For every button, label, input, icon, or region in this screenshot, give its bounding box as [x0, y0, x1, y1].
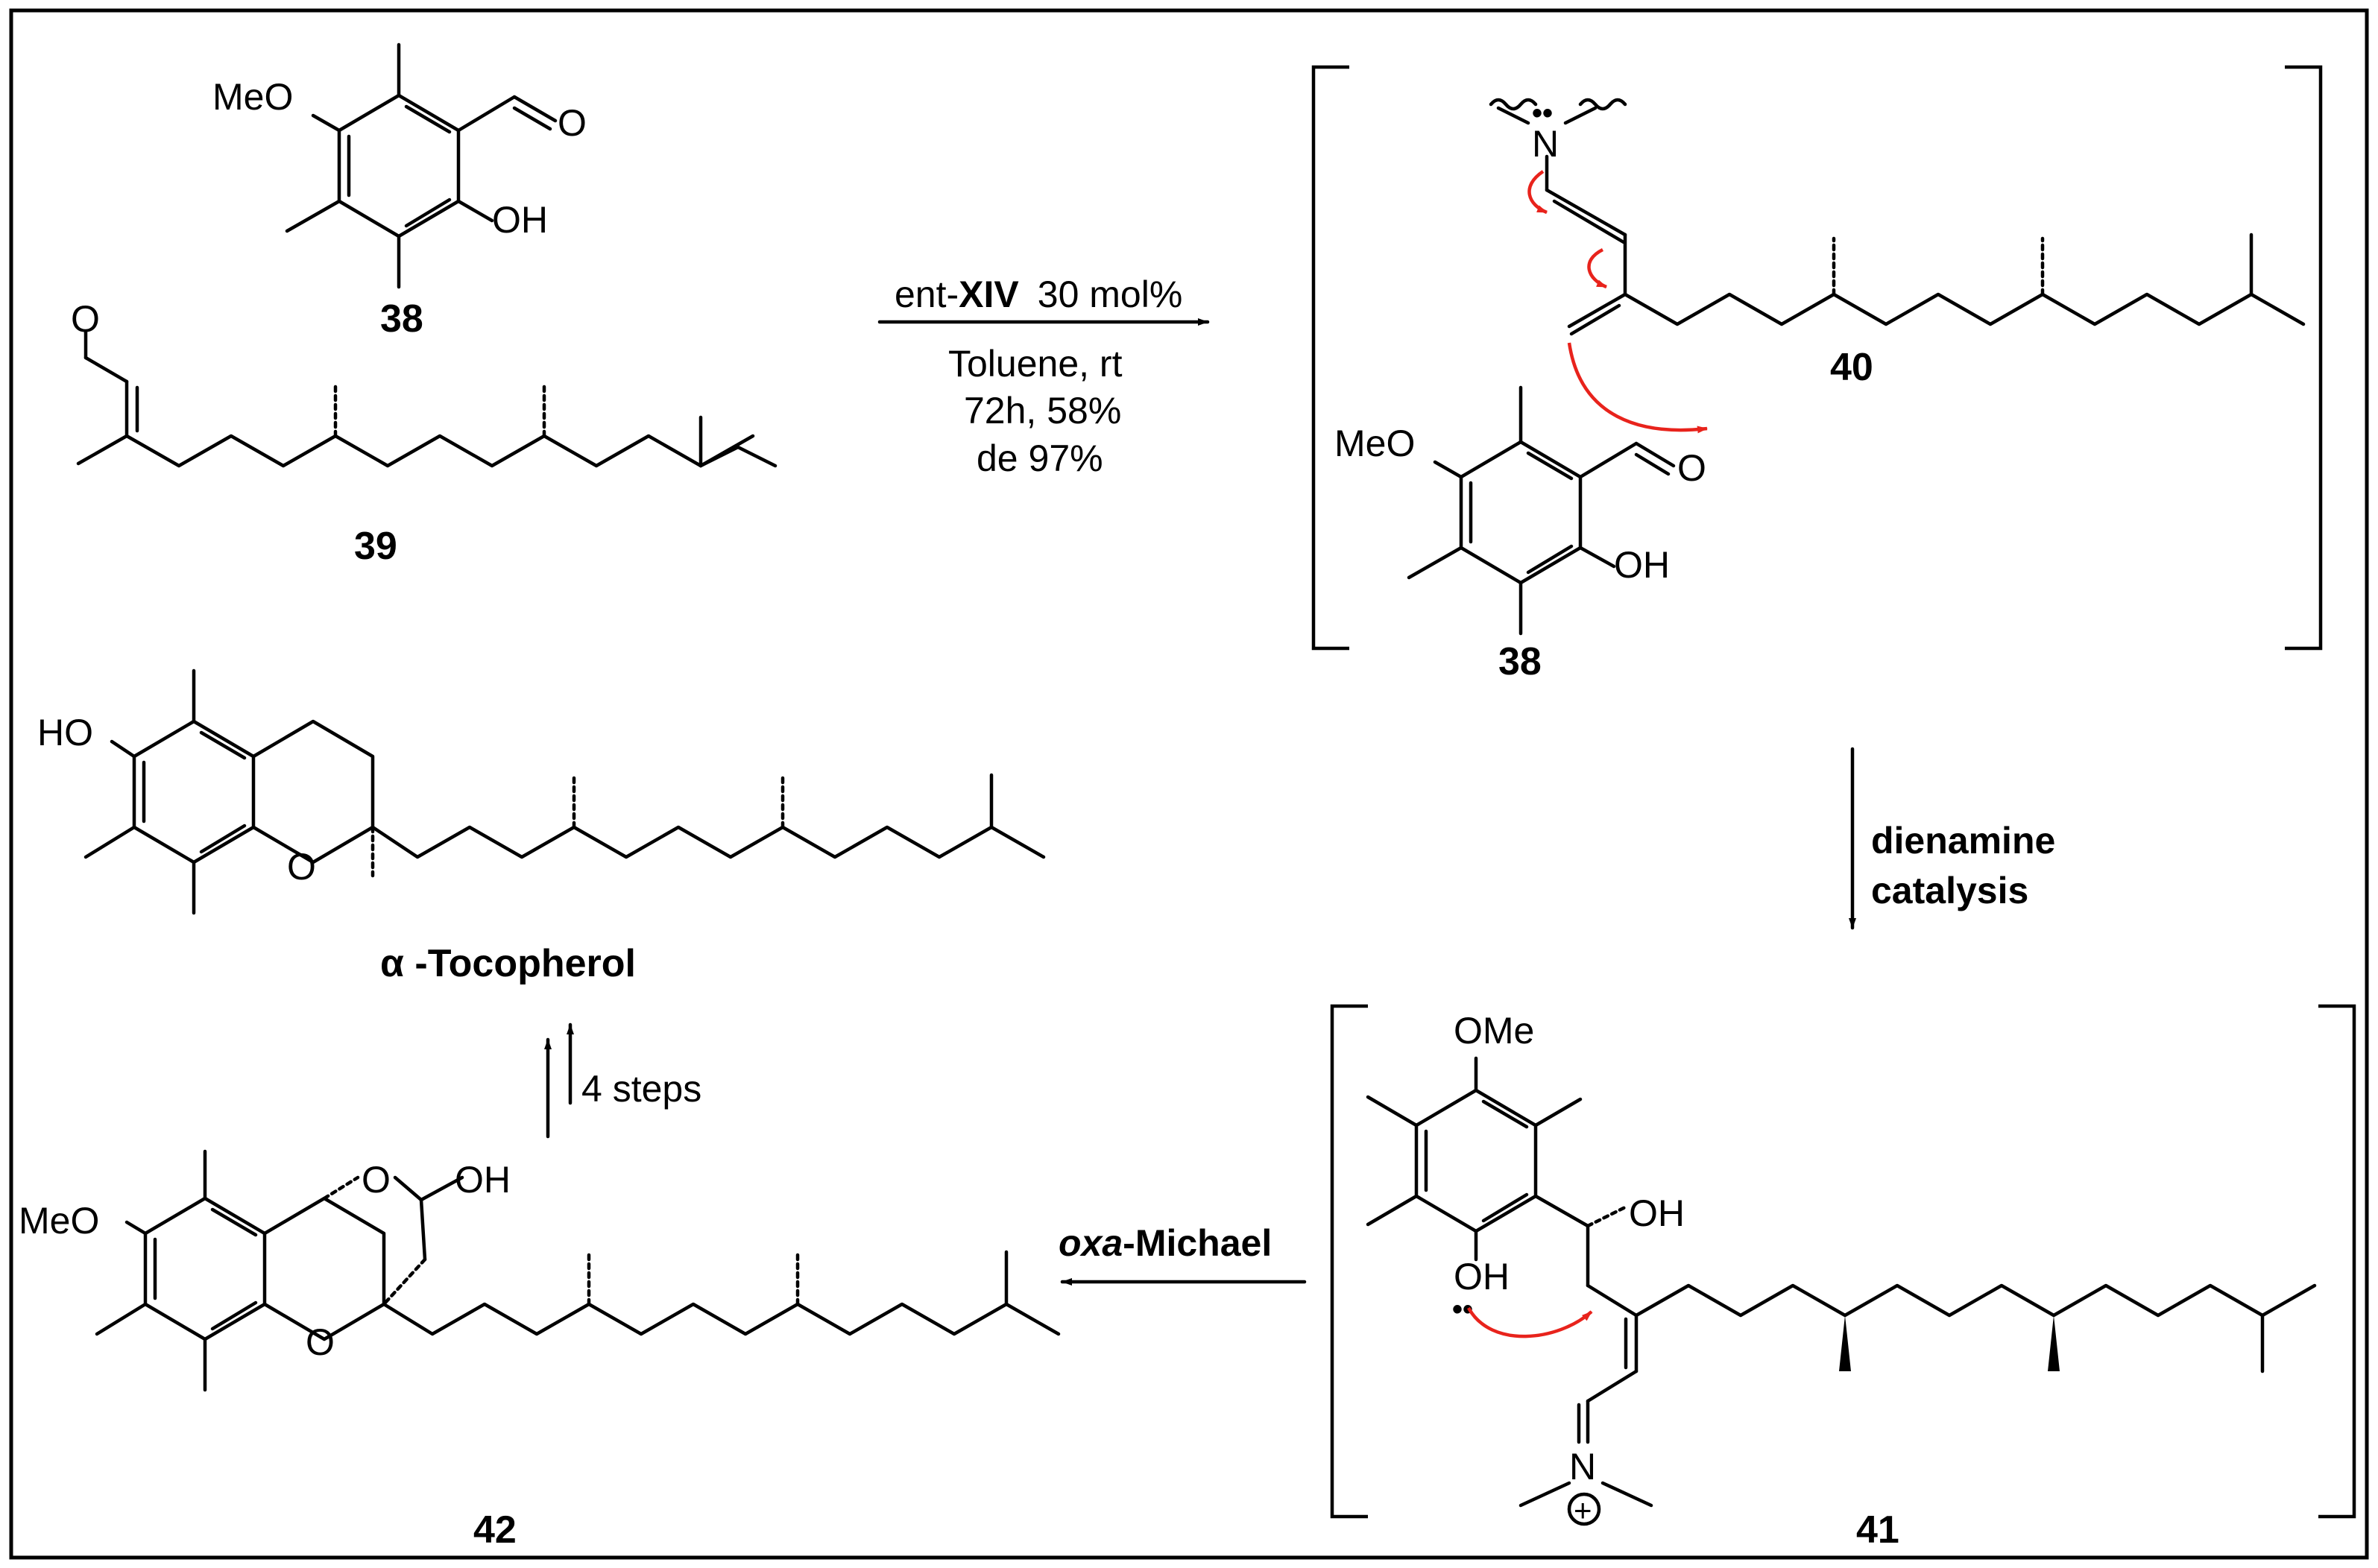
- solvent-label: Toluene, rt: [948, 343, 1123, 385]
- compound-number-38b: 38: [1498, 640, 1542, 683]
- time-yield-label: 72h, 58%: [964, 390, 1121, 431]
- de-label: de 97%: [977, 437, 1103, 479]
- atom-oh-41a: OH: [1629, 1192, 1685, 1234]
- atom-meo-42: MeO: [19, 1200, 99, 1242]
- electron-arrow-4: [1467, 1306, 1593, 1338]
- atom-meo: MeO: [212, 76, 293, 118]
- scheme-frame: [9, 8, 2369, 1560]
- atom-o-38b: O: [1677, 447, 1706, 489]
- atom-oh: OH: [492, 199, 548, 241]
- compound-number-39: 39: [354, 525, 397, 568]
- atom-meo-38b: MeO: [1334, 423, 1415, 464]
- compound-number-41: 41: [1856, 1508, 1899, 1552]
- catalyst-label: ent-XIV 30 mol%: [895, 274, 1182, 315]
- atom-o-42a: O: [362, 1159, 391, 1201]
- four-steps-label: 4 steps: [581, 1068, 701, 1110]
- atom-o-toco: O: [287, 846, 316, 888]
- atom-n-40: N: [1532, 123, 1559, 165]
- atom-ome-41: OMe: [1454, 1010, 1534, 1052]
- atom-o: O: [558, 102, 587, 144]
- atom-ho-toco: HO: [37, 712, 93, 753]
- atom-oh-38b: OH: [1614, 544, 1670, 586]
- atom-n-41: N: [1569, 1446, 1596, 1488]
- oxa-italic: oxa: [1059, 1222, 1123, 1264]
- compound-number-42: 42: [473, 1508, 517, 1552]
- tocopherol-label: α -Tocopherol: [380, 942, 636, 985]
- compound-41-structure: [1366, 1056, 2317, 1508]
- atom-o-39: O: [71, 298, 100, 340]
- compound-39-structure: [76, 329, 778, 468]
- compound-42-structure: [95, 1149, 1061, 1392]
- charge-circle: [1567, 1492, 1601, 1526]
- compound-38b-structure: [1407, 385, 1676, 636]
- electron-arrow-2: [1587, 247, 1607, 289]
- compound-number-40: 40: [1830, 346, 1873, 389]
- tocopherol-structure: [83, 668, 1046, 915]
- dienamine-line1: dienamine: [1871, 820, 2055, 862]
- charge-plus: +: [1574, 1493, 1592, 1528]
- compound-38-structure: [285, 42, 558, 289]
- bracket-40: [1311, 65, 2323, 651]
- electron-arrow-3: [1567, 342, 1708, 434]
- dienamine-line2: catalysis: [1871, 870, 2028, 911]
- atom-o-42b: O: [306, 1321, 335, 1363]
- lone-pair-n-40: ••: [1532, 97, 1553, 130]
- atom-oh-42: OH: [455, 1159, 511, 1201]
- electron-arrow-1: [1527, 170, 1548, 215]
- bracket-41: [1330, 1004, 2356, 1519]
- atom-oh-41b: OH: [1454, 1256, 1510, 1297]
- oxa-rest: -Michael: [1123, 1222, 1272, 1264]
- catalyst-prefix: ent-: [895, 274, 959, 315]
- compound-40-structure: [1489, 98, 2306, 336]
- catalyst-name: XIV: [959, 274, 1019, 315]
- oxa-michael-label: oxa-Michael: [1059, 1222, 1272, 1264]
- compound-number-38: 38: [380, 297, 423, 341]
- catalyst-loading: 30 mol%: [1038, 274, 1183, 315]
